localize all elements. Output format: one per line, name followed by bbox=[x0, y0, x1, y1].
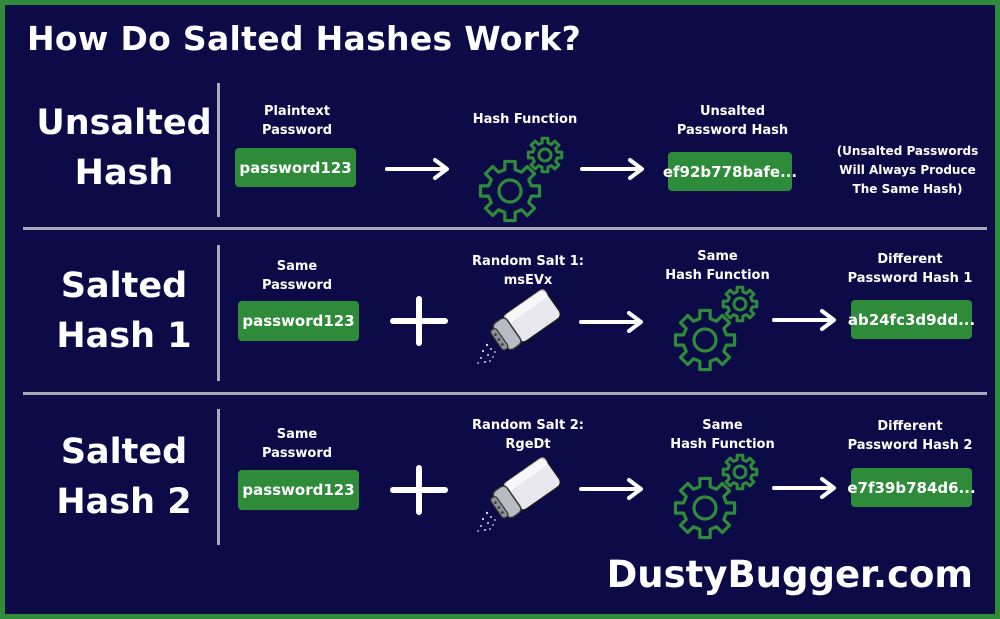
plus-icon bbox=[390, 296, 448, 346]
result-label: Different Password Hash 2 bbox=[840, 418, 980, 455]
row-title-line: Hash 1 bbox=[56, 316, 192, 356]
hash-result-box: ef92b778bafe... bbox=[663, 152, 797, 191]
hash-result-box: e7f39b784d6... bbox=[847, 468, 976, 507]
label-line: Plaintext bbox=[263, 104, 331, 119]
row-title-line: Salted bbox=[60, 432, 188, 472]
row-title-salted-2: Salted Hash 2 bbox=[21, 427, 227, 527]
unsalted-note: (Unsalted Passwords Will Always Produce … bbox=[820, 142, 995, 199]
result-label: Different Password Hash 1 bbox=[840, 251, 980, 288]
salt-shaker-icon bbox=[476, 455, 564, 533]
plus-icon bbox=[390, 465, 448, 515]
hash-function-label: Hash Function bbox=[460, 111, 590, 130]
label-line: Different bbox=[877, 252, 943, 267]
right-arrow-icon bbox=[385, 158, 449, 180]
gears-icon bbox=[673, 453, 759, 540]
password-box: password123 bbox=[238, 470, 359, 510]
hash-result-box: ab24fc3d9dd... bbox=[848, 300, 975, 339]
right-arrow-icon bbox=[579, 478, 643, 500]
row-title-line: Salted bbox=[60, 266, 188, 306]
note-line: (Unsalted Passwords bbox=[836, 144, 979, 158]
password-label: Same Password bbox=[237, 258, 357, 295]
horizontal-divider bbox=[23, 392, 987, 395]
right-arrow-icon bbox=[580, 158, 644, 180]
label-line: Same bbox=[697, 249, 738, 264]
label-line: Random Salt 1: bbox=[472, 254, 584, 269]
salt-label: Random Salt 2: RgeDt bbox=[463, 417, 593, 454]
label-line: Password bbox=[261, 277, 333, 293]
right-arrow-icon bbox=[772, 477, 836, 499]
right-arrow-icon bbox=[579, 311, 643, 333]
brand-logo-text: DustyBugger.com bbox=[606, 553, 973, 596]
hash-function-label: Same Hash Function bbox=[655, 417, 790, 454]
password-label: Same Password bbox=[237, 426, 357, 463]
label-line: Same bbox=[276, 427, 318, 442]
row-title-line: Unsalted bbox=[36, 103, 212, 143]
label-line: Hash Function bbox=[472, 112, 578, 127]
row-title-unsalted: Unsalted Hash bbox=[21, 98, 227, 198]
note-line: Will Always Produce bbox=[839, 163, 976, 177]
row-title-line: Hash 2 bbox=[56, 482, 192, 522]
vertical-divider bbox=[217, 409, 220, 545]
password-label: Plaintext Password bbox=[237, 103, 357, 140]
label-line: Hash Function bbox=[665, 267, 770, 283]
label-line: Same bbox=[702, 418, 743, 433]
password-box: password123 bbox=[238, 301, 359, 341]
label-line: Password bbox=[261, 445, 333, 461]
label-line: Random Salt 2: bbox=[472, 418, 584, 433]
label-line: Password Hash 1 bbox=[847, 270, 973, 286]
result-label: Unsalted Password Hash bbox=[660, 103, 805, 140]
salt-shaker-icon bbox=[476, 287, 564, 365]
label-line: Unsalted bbox=[699, 104, 766, 119]
row-title-line: Hash bbox=[74, 153, 174, 193]
right-arrow-icon bbox=[772, 309, 836, 331]
salt-label: Random Salt 1: msEVx bbox=[463, 253, 593, 290]
label-line: Hash Function bbox=[670, 436, 775, 452]
horizontal-divider bbox=[23, 227, 987, 230]
gears-icon bbox=[478, 136, 564, 223]
vertical-divider bbox=[217, 83, 220, 217]
row-title-salted-1: Salted Hash 1 bbox=[21, 261, 227, 361]
label-line: msEVx bbox=[503, 272, 553, 288]
hash-function-label: Same Hash Function bbox=[650, 248, 785, 285]
label-line: Same bbox=[276, 259, 318, 274]
label-line: Different bbox=[877, 419, 943, 434]
page-title: How Do Salted Hashes Work? bbox=[27, 19, 582, 58]
vertical-divider bbox=[217, 245, 220, 381]
password-box: password123 bbox=[235, 148, 356, 187]
label-line: Password Hash bbox=[676, 122, 789, 138]
gears-icon bbox=[673, 285, 759, 372]
label-line: Password bbox=[261, 122, 333, 138]
label-line: RgeDt bbox=[505, 436, 551, 452]
note-line: The Same Hash) bbox=[852, 182, 963, 196]
label-line: Password Hash 2 bbox=[847, 437, 973, 453]
